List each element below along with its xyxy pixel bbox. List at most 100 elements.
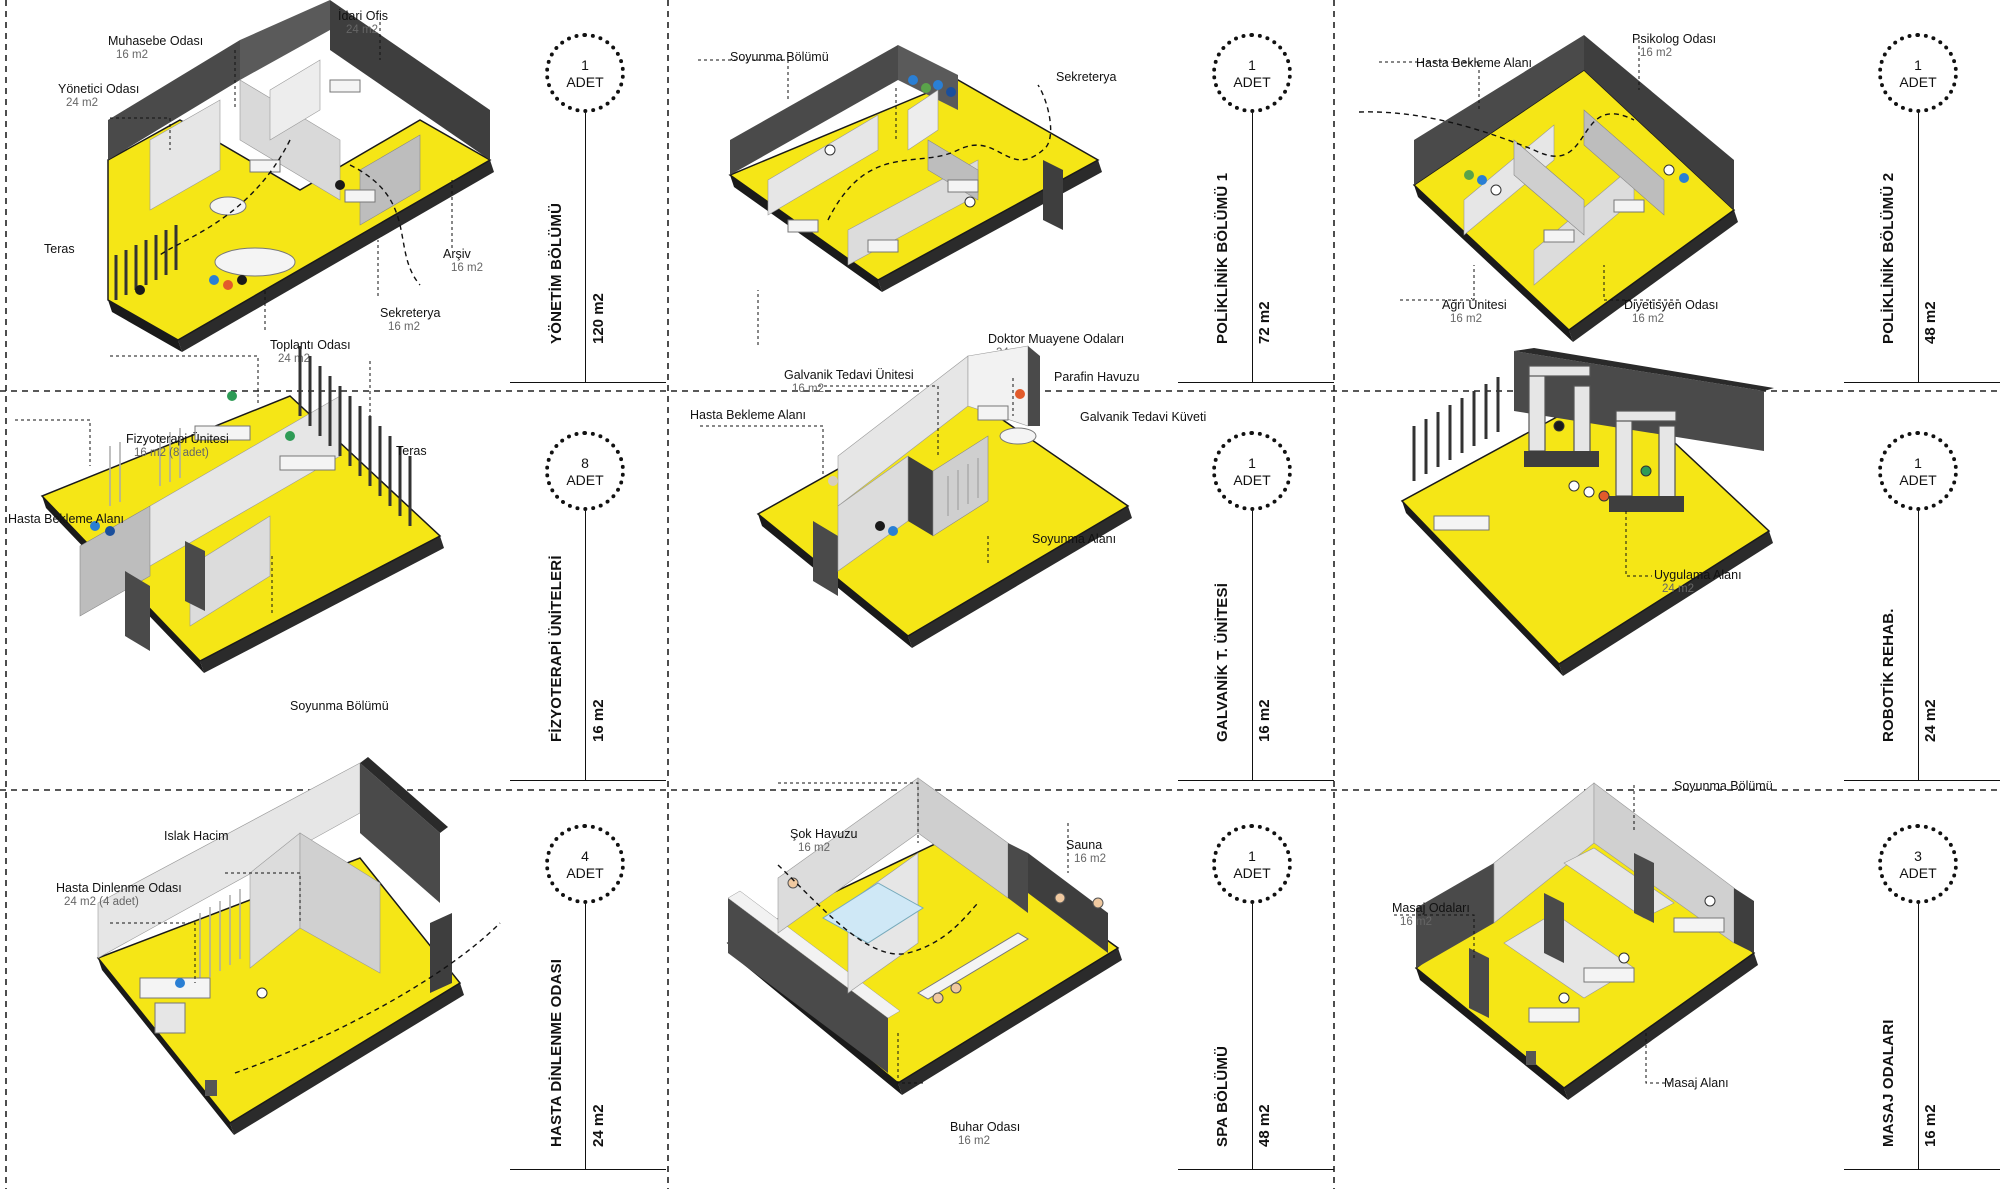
panel-title: POLİKLİNİK BÖLÜMÜ 1 (1214, 172, 1231, 344)
meeting-table (214, 247, 296, 277)
railing (1412, 377, 1500, 481)
treatment-bed (279, 455, 336, 471)
wall-inner (767, 114, 879, 216)
panel-poliklinik-1: Soyunma Bölümü Sekreterya Doktor Muayene… (668, 0, 1334, 396)
massage-table (1528, 1007, 1580, 1023)
curtains (947, 458, 979, 516)
panel-area: 24 m2 (1922, 699, 1939, 742)
label-masaj-alani: Masaj Alanı (1664, 1076, 1729, 1090)
baseline (510, 382, 666, 384)
leader-lines (698, 59, 897, 345)
wall-dark (908, 456, 933, 536)
floor-edge (200, 536, 444, 673)
leader-lines (110, 872, 301, 983)
desk (344, 189, 376, 203)
leader-lines (1394, 785, 1672, 1084)
panel-title: SPA BÖLÜMÜ (1214, 1045, 1231, 1147)
panel-area: 48 m2 (1256, 1104, 1273, 1147)
treatment-bed (194, 425, 251, 441)
flow-arrow (234, 922, 501, 1074)
panel-title: POLİKLİNİK BÖLÜMÜ 2 (1880, 172, 1897, 344)
wall-dark (1544, 893, 1564, 963)
floor-edge (1402, 501, 1563, 676)
label-parafin: Parafin Havuzu (1054, 370, 1140, 384)
people (175, 978, 268, 999)
wall-back (108, 40, 240, 160)
wall-inner (79, 505, 151, 617)
badge-stem (1918, 904, 1920, 1170)
trash-bin (1526, 1051, 1536, 1065)
label-soyunma: Soyunma Bölümü (290, 699, 389, 713)
isometric-plan-hasta-dinlenme (96, 757, 501, 1135)
panel-area: 24 m2 (590, 1104, 607, 1147)
label-hasta-bekleme: Hasta Bekleme Alanı (8, 512, 125, 526)
curtains (199, 889, 241, 983)
wall-inner (269, 59, 321, 141)
floor-edge (1416, 968, 1568, 1100)
badge-stem (585, 511, 587, 781)
wall-inner (189, 515, 271, 627)
wall-right (330, 0, 490, 160)
desk (867, 239, 899, 253)
people (135, 180, 345, 295)
floor-edge (908, 506, 1132, 648)
label-teras: Teras (396, 444, 427, 458)
wall-dark (1734, 888, 1754, 953)
floor-edge (1414, 185, 1573, 342)
isometric-plan-galvanik (700, 345, 1132, 648)
wall-back (730, 45, 898, 175)
people (1553, 420, 1652, 502)
label-galvanik-kuveti: Galvanik Tedavi Küveti (1080, 410, 1207, 424)
people (90, 391, 295, 536)
baseline (510, 1169, 666, 1171)
massage-table (1673, 917, 1725, 933)
badge-stem (1252, 511, 1254, 781)
bedside-cabinet (154, 1002, 186, 1034)
label-soyunma-alani: Soyunma Alanı (1032, 532, 1117, 546)
panel-area: 16 m2 (1922, 1104, 1939, 1147)
wall-dark (1469, 948, 1489, 1018)
panel-area: 72 m2 (1256, 301, 1273, 344)
panel-title: MASAJ ODALARI (1880, 1019, 1897, 1147)
baseline (1844, 780, 2000, 782)
panel-area: 48 m2 (1922, 301, 1939, 344)
wall-back (360, 763, 440, 903)
desk (249, 159, 281, 173)
wall-dark (1008, 843, 1028, 913)
label-islak-hacim: Islak Hacim (164, 829, 229, 843)
wall-back (898, 45, 958, 110)
label-hasta-bekleme: Hasta Bekleme Alanı (690, 408, 807, 422)
badge-stem (1918, 113, 1920, 383)
wall-dark (1028, 346, 1040, 426)
baseline (1178, 1169, 1334, 1171)
badge-stem (585, 904, 587, 1170)
bed (1613, 199, 1645, 213)
wall-column (1043, 160, 1063, 230)
label-hasta-bekleme: Hasta Bekleme Alanı (1416, 56, 1533, 70)
badge-stem (1252, 113, 1254, 383)
label-teras: Teras (44, 242, 75, 256)
flow-arrow (777, 864, 979, 955)
wall-dark (125, 571, 150, 651)
isometric-plan-masaj (1394, 782, 1758, 1100)
wall-front (728, 898, 888, 1073)
